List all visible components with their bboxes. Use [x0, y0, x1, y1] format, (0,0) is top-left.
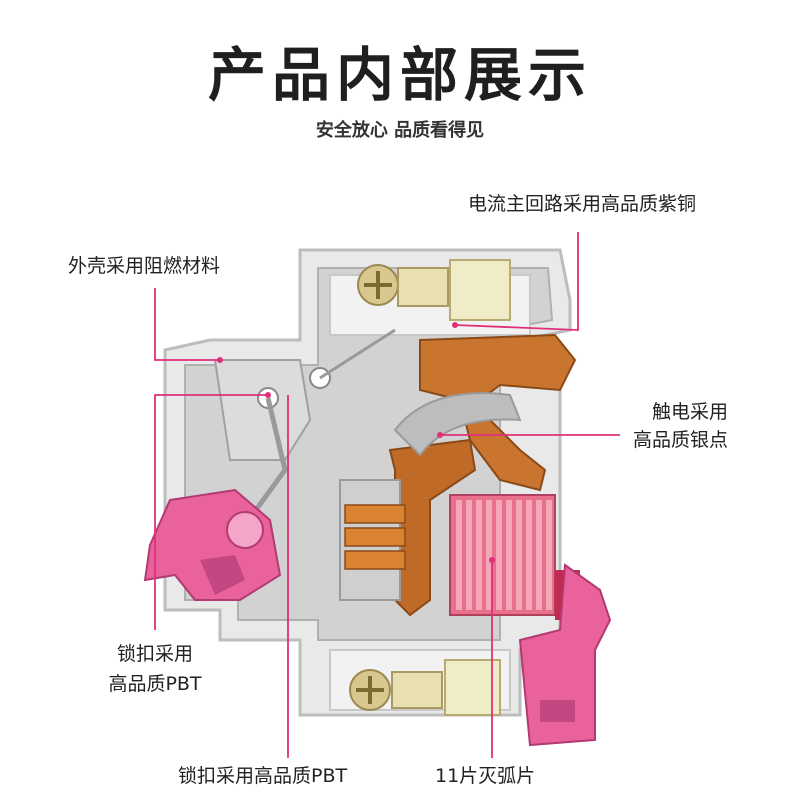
trip-mechanism: [213, 328, 396, 527]
callout-copper: 电流主回路采用高品质紫铜: [468, 193, 697, 215]
trip-coil: [339, 479, 406, 601]
callout-contact-line1: 触电采用: [651, 401, 728, 423]
arc-shield: [393, 392, 522, 457]
leader-lines: [154, 232, 620, 758]
callout-shell: 外壳采用阻燃材料: [68, 255, 221, 277]
callout-arc-plates: 11片灭弧片: [435, 765, 536, 787]
callout-lock-line2: 高品质PBT: [108, 673, 202, 695]
callout-contact-line2: 高品质银点: [632, 429, 728, 451]
leader-dots: [217, 322, 495, 563]
top-terminal: [357, 259, 511, 321]
pink-tab-slot: [540, 700, 575, 722]
callout-lock-bottom: 锁扣采用高品质PBT: [178, 765, 348, 787]
pink-lock-handle: [143, 488, 282, 601]
bottom-terminal: [349, 659, 501, 716]
page-subtitle: 安全放心 品质看得见: [315, 120, 485, 141]
page-title: 产品内部展示: [207, 41, 592, 109]
callout-lock-line1: 锁扣采用: [116, 643, 193, 665]
